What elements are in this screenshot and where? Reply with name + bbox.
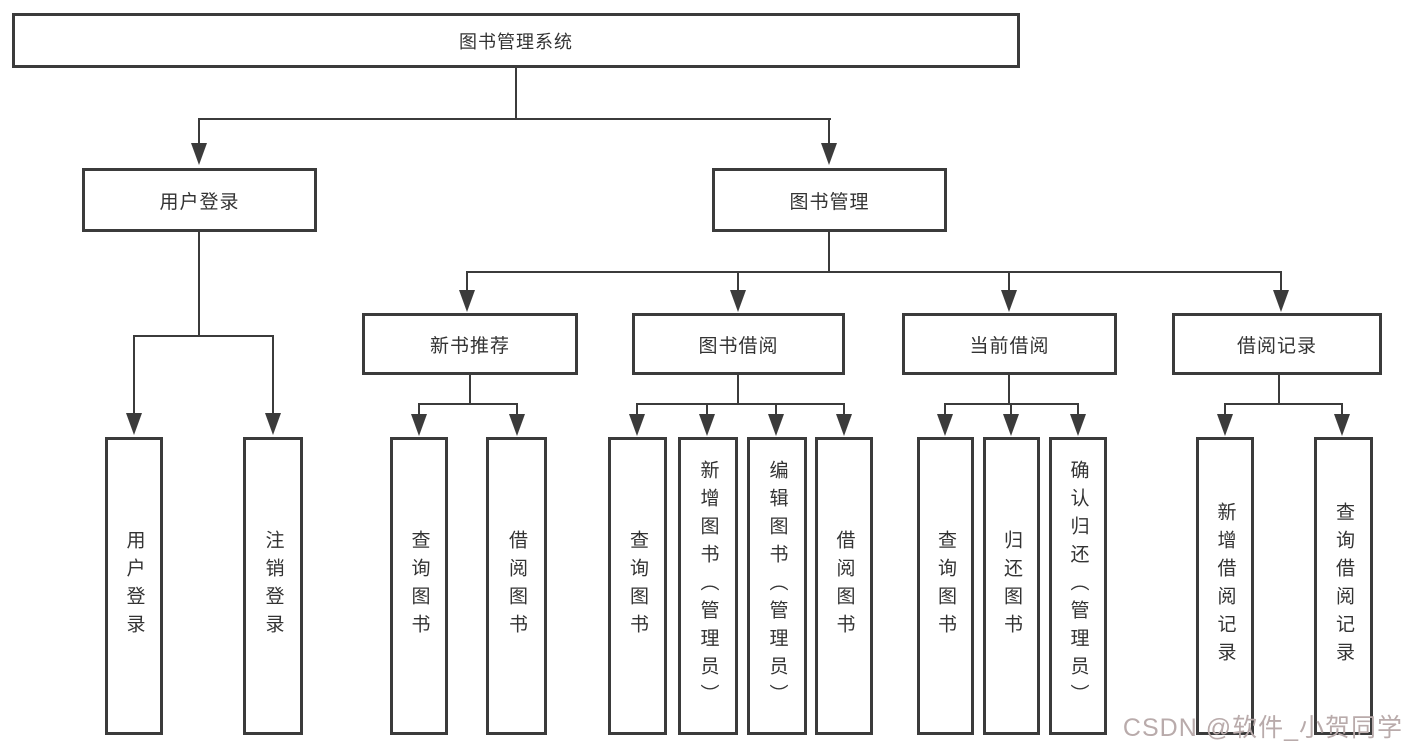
- node-user-login-label: 用户登录: [159, 191, 240, 213]
- connector-drop: [1077, 403, 1079, 415]
- connector-drop: [1341, 403, 1343, 415]
- arrowhead-down-icon: [509, 414, 525, 436]
- connector-root-hbar: [198, 118, 831, 120]
- node-logout-label: 注销登录: [262, 530, 284, 642]
- node-library-system-label: 图书管理系统: [459, 31, 573, 52]
- connector-book-mgmt-stem: [828, 232, 830, 271]
- arrowhead-down-icon: [768, 414, 784, 436]
- connector-drop: [516, 403, 518, 415]
- connector-drop: [636, 403, 638, 415]
- arrowhead-down-icon: [821, 143, 837, 165]
- node-confirm-return-admin-label: 确认归还（管理员）: [1067, 460, 1089, 712]
- node-return-books-label: 归还图书: [1001, 530, 1022, 642]
- node-book-borrowing-label: 图书借阅: [698, 335, 779, 357]
- connector-drop: [272, 335, 274, 413]
- connector-hbar: [636, 403, 845, 405]
- arrowhead-down-icon: [836, 414, 852, 436]
- node-user-login-leaf-label: 用户登录: [123, 530, 145, 642]
- connector-stem: [737, 375, 739, 403]
- node-borrow-books-label: 借阅图书: [833, 530, 855, 642]
- arrowhead-down-icon: [1334, 414, 1350, 436]
- arrowhead-down-icon: [699, 414, 715, 436]
- node-recommend-query-books: 查询图书: [390, 437, 448, 735]
- node-borrowing-query-books: 查询图书: [608, 437, 667, 735]
- arrowhead-down-icon: [730, 290, 746, 312]
- node-library-system: 图书管理系统: [12, 13, 1020, 68]
- node-recommend-query-books-label: 查询图书: [408, 530, 430, 642]
- node-current-query-books-label: 查询图书: [935, 530, 956, 642]
- connector-stem: [469, 375, 471, 403]
- arrowhead-down-icon: [411, 414, 427, 436]
- arrowhead-down-icon: [937, 414, 953, 436]
- node-book-management-label: 图书管理: [789, 191, 870, 213]
- node-recommend-borrow-books: 借阅图书: [486, 437, 547, 735]
- node-recommend-borrow-books-label: 借阅图书: [506, 530, 527, 642]
- node-add-books-admin-label: 新增图书（管理员）: [697, 460, 719, 712]
- node-new-book-recommend: 新书推荐: [362, 313, 578, 375]
- arrowhead-down-icon: [1070, 414, 1086, 436]
- node-borrowing-query-books-label: 查询图书: [627, 530, 648, 642]
- node-borrowing-records-label: 借阅记录: [1236, 335, 1317, 357]
- connector-book-mgmt-hbar: [466, 271, 1282, 273]
- arrowhead-down-icon: [191, 143, 207, 165]
- node-query-borrow-record: 查询借阅记录: [1314, 437, 1373, 735]
- node-new-book-recommend-label: 新书推荐: [429, 335, 510, 357]
- node-add-borrow-record: 新增借阅记录: [1196, 437, 1254, 735]
- connector-drop: [466, 271, 468, 292]
- arrowhead-down-icon: [629, 414, 645, 436]
- node-add-books-admin: 新增图书（管理员）: [678, 437, 738, 735]
- arrowhead-down-icon: [265, 413, 281, 435]
- node-borrowing-records: 借阅记录: [1172, 313, 1382, 375]
- connector-drop: [843, 403, 845, 415]
- connector-user-login-hbar: [133, 335, 274, 337]
- connector-drop: [828, 118, 830, 145]
- arrowhead-down-icon: [126, 413, 142, 435]
- connector-drop: [133, 335, 135, 413]
- connector-drop: [418, 403, 420, 415]
- connector-root-stem: [515, 68, 517, 118]
- node-current-borrowing-label: 当前借阅: [969, 335, 1050, 357]
- connector-drop: [198, 118, 200, 145]
- node-confirm-return-admin: 确认归还（管理员）: [1049, 437, 1107, 735]
- connector-drop: [1280, 271, 1282, 292]
- arrowhead-down-icon: [1217, 414, 1233, 436]
- arrowhead-down-icon: [1273, 290, 1289, 312]
- arrowhead-down-icon: [1003, 414, 1019, 436]
- node-book-borrowing: 图书借阅: [632, 313, 845, 375]
- connector-hbar: [1224, 403, 1343, 405]
- connector-user-login-stem: [198, 232, 200, 335]
- node-edit-books-admin-label: 编辑图书（管理员）: [766, 460, 788, 712]
- connector-drop: [775, 403, 777, 415]
- watermark: CSDN @软件_小贺同学: [1122, 714, 1403, 742]
- node-query-borrow-record-label: 查询借阅记录: [1333, 502, 1354, 670]
- connector-drop: [944, 403, 946, 415]
- node-user-login: 用户登录: [82, 168, 317, 232]
- node-logout: 注销登录: [243, 437, 303, 735]
- node-add-borrow-record-label: 新增借阅记录: [1214, 502, 1236, 670]
- connector-drop: [737, 271, 739, 292]
- connector-hbar: [418, 403, 518, 405]
- node-book-management: 图书管理: [712, 168, 947, 232]
- arrowhead-down-icon: [459, 290, 475, 312]
- node-edit-books-admin: 编辑图书（管理员）: [747, 437, 807, 735]
- connector-stem: [1278, 375, 1280, 403]
- node-user-login-leaf: 用户登录: [105, 437, 163, 735]
- connector-drop: [706, 403, 708, 415]
- connector-drop: [1224, 403, 1226, 415]
- arrowhead-down-icon: [1001, 290, 1017, 312]
- node-current-borrowing: 当前借阅: [902, 313, 1117, 375]
- connector-stem: [1008, 375, 1010, 403]
- connector-drop: [1008, 271, 1010, 292]
- node-borrow-books: 借阅图书: [815, 437, 873, 735]
- node-current-query-books: 查询图书: [917, 437, 974, 735]
- node-return-books: 归还图书: [983, 437, 1040, 735]
- connector-drop: [1010, 403, 1012, 415]
